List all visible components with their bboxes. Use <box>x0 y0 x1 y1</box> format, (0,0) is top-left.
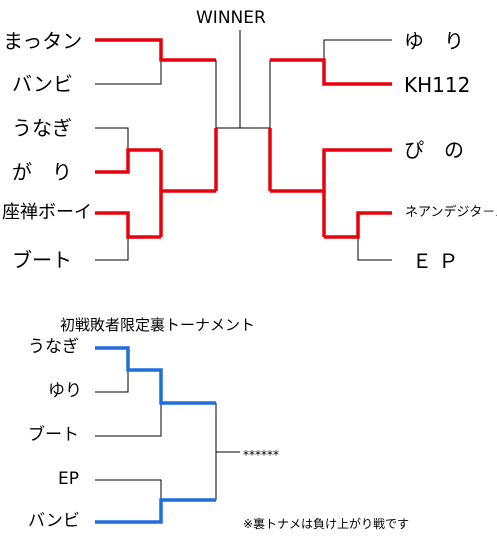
red-left-semis <box>159 150 216 193</box>
blue-unagi <box>95 346 216 405</box>
cons-line-ep <box>95 479 162 500</box>
cons-line-yuri <box>95 370 129 393</box>
line-yuri <box>323 39 392 60</box>
red-neander <box>324 211 392 239</box>
consolation-title: 初戦敗者限定裏トーナメント <box>60 316 256 334</box>
left-entry-5: 座禅ボーイ <box>2 202 92 223</box>
red-gari <box>95 148 161 174</box>
right-entry-3: ぴ の <box>404 138 464 162</box>
cons-lines <box>95 370 240 500</box>
cons-result: ****** <box>243 448 279 462</box>
red-kh112 <box>270 58 392 86</box>
cons-entry-1: うなぎ <box>28 337 79 357</box>
cons-entry-5: バンビ <box>28 511 80 531</box>
main-right-red <box>268 58 392 239</box>
cons-entry-4: EP <box>58 469 79 489</box>
line-ep <box>357 237 392 261</box>
blue-bambi <box>95 498 216 524</box>
left-entry-6: ブート <box>12 248 72 272</box>
line-batanbi <box>95 60 162 85</box>
left-entry-3: うなぎ <box>12 116 72 140</box>
cons-line-boot <box>95 403 162 437</box>
right-entry-4: ネアンデジタ－ル <box>405 205 497 220</box>
left-entry-1: まっタン <box>3 29 83 53</box>
cons-blue <box>95 346 216 524</box>
main-left-lines <box>95 30 271 261</box>
red-mattan <box>95 38 216 62</box>
right-entry-5: Ｅ Ｐ <box>412 249 459 273</box>
cons-note: ※裏トナメは負け上がり戦です <box>243 517 410 531</box>
left-entry-2: バンビ <box>12 72 73 96</box>
main-right-lines <box>323 39 392 261</box>
right-entry-2: KH112 <box>404 73 471 97</box>
line-boot <box>95 237 129 261</box>
cons-entry-2: ゆり <box>48 381 82 401</box>
left-entry-4: が り <box>12 160 72 184</box>
cons-entry-3: ブート <box>28 425 79 445</box>
red-zazen <box>95 211 161 239</box>
winner-label: WINNER <box>196 8 266 28</box>
main-left-red <box>95 38 218 239</box>
red-pino <box>270 148 392 193</box>
right-entry-1: ゆ り <box>404 29 464 53</box>
line-unagi <box>95 127 129 150</box>
